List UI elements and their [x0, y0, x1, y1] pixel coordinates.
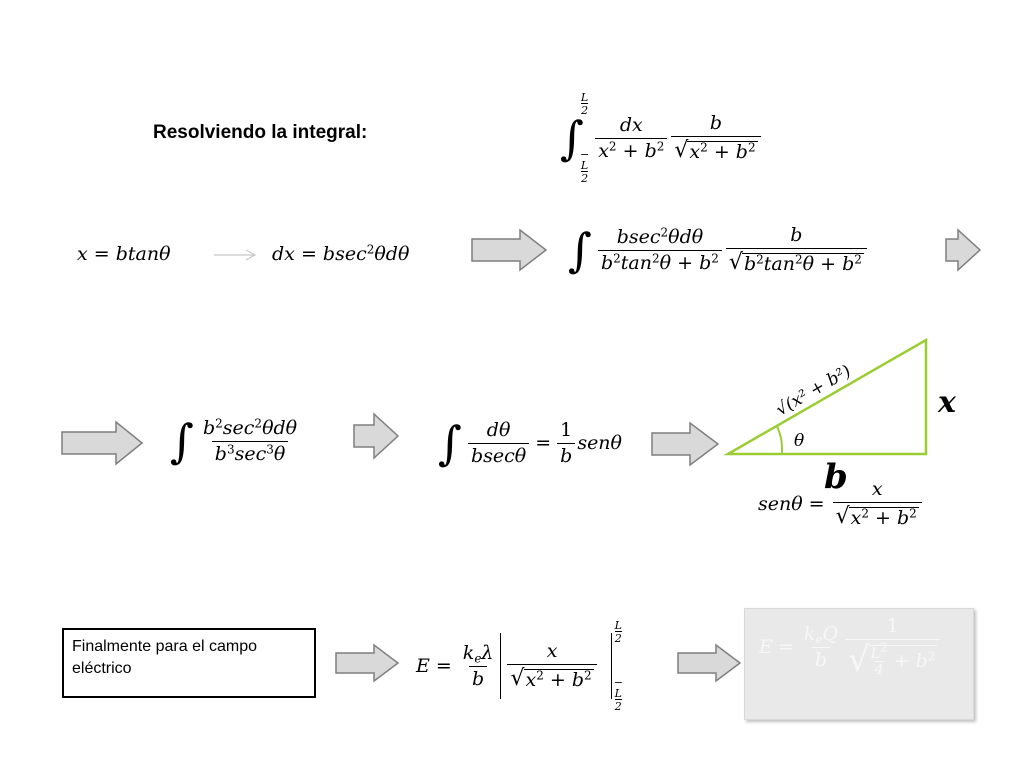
equation-7: senθ = x√x2 + b2 [758, 480, 924, 528]
triangle-angle-label: θ [794, 431, 804, 451]
triangle-base-label: b [824, 457, 848, 490]
equation-3: dx = bsec2θdθ [272, 242, 410, 265]
block-arrow-icon [335, 643, 400, 683]
block-arrow-icon [945, 228, 982, 272]
block-arrow-icon [353, 412, 400, 460]
triangle-side-label: x [937, 385, 957, 420]
note-box: Finalmente para el campo eléctrico [62, 628, 316, 698]
block-arrow-icon [651, 421, 720, 467]
thin-arrow-icon [214, 249, 257, 261]
equation-2: x = btanθ [77, 243, 171, 265]
triangle-hyp-label: √(x² + b²) [773, 361, 855, 420]
block-arrow-icon [677, 643, 742, 683]
right-triangle-diagram: θ x b √(x² + b²) [723, 337, 957, 490]
heading: Resolviendo la integral: [153, 122, 368, 143]
block-arrow-icon [61, 420, 144, 466]
block-arrow-icon [471, 228, 548, 272]
